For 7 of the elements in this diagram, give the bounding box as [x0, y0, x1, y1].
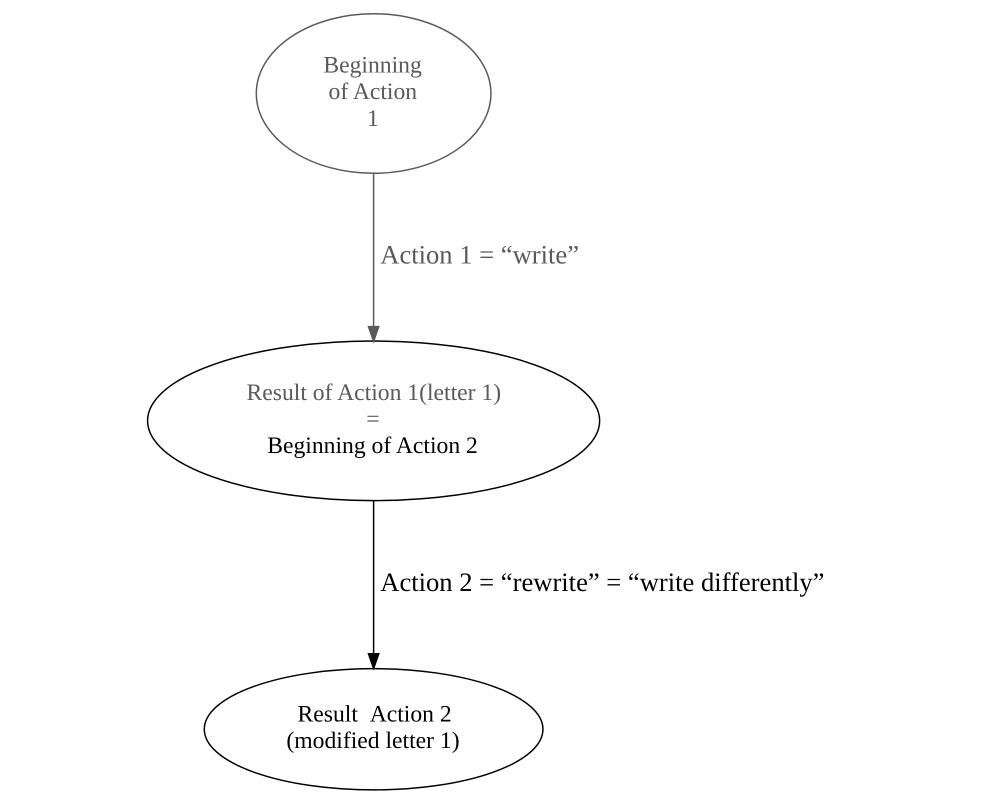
node-ellipse: Beginning of Action 1 [255, 13, 492, 174]
edge-label: Action 1 = “write” [380, 240, 579, 270]
arrow [366, 173, 380, 344]
node-ellipse: Result of Action 1(letter 1) = Beginning of Action 2 [146, 340, 600, 502]
node-ellipse: Result Action 2 (modified letter 1) [203, 668, 544, 791]
edge-label: Action 2 = “rewrite” = “write differently” [380, 566, 824, 597]
arrow [366, 500, 380, 671]
